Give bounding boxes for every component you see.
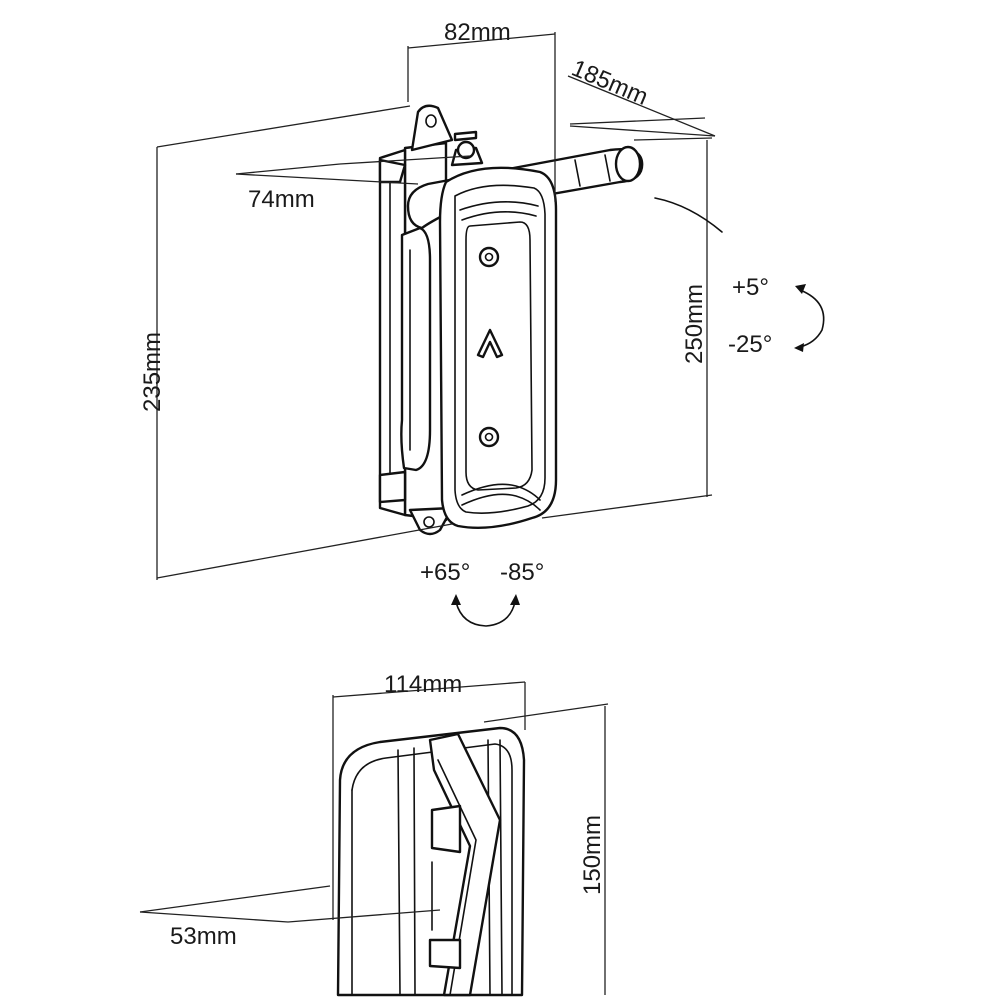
top-mount-ear [410, 104, 454, 152]
dim-label-74mm: 74mm [248, 186, 315, 213]
bottom-screw-hole [423, 516, 435, 528]
dim-185mm: 185mm [568, 55, 716, 137]
dim-150mm: 150mm [483, 703, 609, 995]
side-bracket [400, 226, 432, 472]
dim-label-53mm: 53mm [170, 923, 237, 950]
bottom-view: 114mm 150mm 53mm [139, 671, 609, 997]
adjustment-knob [450, 130, 484, 167]
dim-53mm: 53mm [139, 885, 441, 950]
hook-end-cap [614, 145, 642, 183]
dim-235mm: 235mm [139, 105, 453, 580]
tilt-indicator: +5° -25° [728, 274, 825, 358]
dim-label-114mm: 114mm [384, 671, 462, 698]
dim-250mm: 250mm [541, 117, 713, 519]
bracket-slot-bottom [428, 938, 462, 970]
dim-82mm: 82mm [407, 19, 556, 202]
swivel-indicator: +65° -85° [420, 559, 544, 627]
swivel-right-label: -85° [500, 559, 544, 586]
swivel-arrow-icon [455, 601, 516, 627]
dim-label-150mm: 150mm [579, 815, 606, 895]
lower-screw [478, 426, 500, 448]
bracket-slot-top [430, 804, 462, 854]
dim-label-235mm: 235mm [139, 332, 166, 412]
dim-74mm: 74mm [235, 155, 471, 213]
inner-bracket [428, 732, 502, 997]
side-clip [378, 470, 407, 504]
tilt-arrow-icon [799, 289, 825, 348]
side-clip-top [378, 158, 407, 184]
tilt-down-label: -25° [728, 331, 772, 358]
dim-label-250mm: 250mm [681, 284, 708, 364]
chevron-up-icon [476, 328, 504, 359]
top-screw-hole [425, 114, 437, 128]
dim-114mm: 114mm [332, 671, 526, 920]
top-view: 82mm 185mm 74mm 235mm 250mm [139, 19, 825, 627]
tilt-up-label: +5° [732, 274, 769, 301]
dim-label-185mm: 185mm [568, 55, 652, 111]
upper-screw [478, 246, 500, 268]
main-housing [438, 166, 558, 529]
swivel-left-label: +65° [420, 559, 470, 586]
dim-label-82mm: 82mm [444, 19, 511, 46]
pen-stroke [654, 197, 723, 233]
